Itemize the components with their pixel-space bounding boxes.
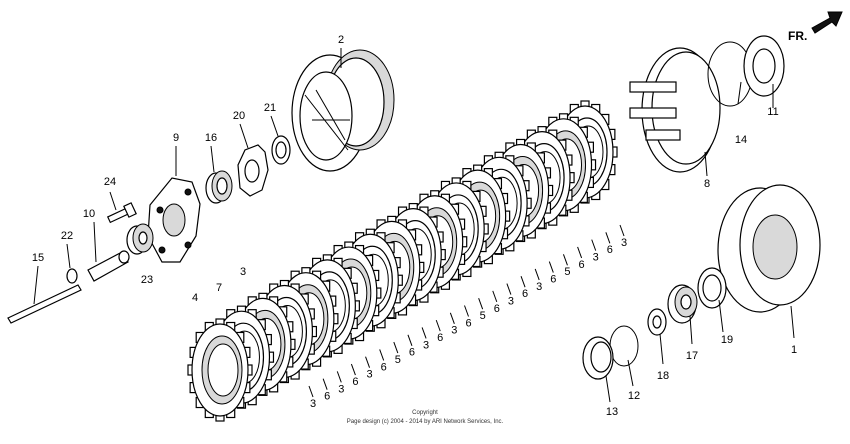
direction-label: FR. (788, 29, 807, 43)
callout-16: 16 (205, 132, 217, 144)
plate-callout-3: 3 (423, 339, 429, 351)
lifter-piece-10 (87, 250, 130, 282)
plate-callout-3: 3 (536, 281, 542, 293)
callout-22: 22 (61, 230, 73, 242)
callout-8: 8 (704, 178, 710, 190)
plate-callout-6: 6 (550, 273, 556, 285)
plate-callout-leader (379, 349, 385, 361)
clutch-plate-stack (187, 100, 618, 422)
plate-callout-leader (350, 363, 356, 376)
plate-callout-leader (336, 371, 342, 383)
plate-callout-6: 6 (381, 361, 387, 373)
plate-callout-leader (534, 268, 540, 281)
callout-10: 10 (83, 208, 95, 220)
plate-callout-3: 3 (621, 237, 627, 249)
plate-callout-5: 5 (564, 266, 570, 278)
plate-callout-3: 3 (338, 383, 344, 395)
callout-20: 20 (233, 110, 245, 122)
lock-nut-17 (667, 284, 698, 324)
plate-callout-leader (421, 327, 427, 339)
plate-callout-leader (365, 356, 371, 368)
bolt-24 (106, 202, 137, 224)
plate-callout-6: 6 (437, 332, 443, 344)
callout-13: 13 (606, 406, 618, 418)
callout-24: 24 (104, 176, 116, 188)
plate-callout-leader (492, 290, 498, 303)
callout-3: 3 (240, 266, 246, 278)
plate-callout-leader (464, 305, 469, 317)
plate-callout-leader (562, 254, 568, 266)
plate-callout-3: 3 (310, 398, 316, 410)
circlip-12 (609, 325, 639, 367)
callout-15: 15 (32, 252, 44, 264)
plate-callout-6: 6 (579, 259, 585, 271)
plate-callout-leader (605, 232, 611, 244)
plate-callout-leader (506, 283, 512, 295)
callout-11: 11 (767, 106, 778, 118)
plate-callout-leader (407, 334, 413, 346)
callout-4: 4 (192, 292, 198, 304)
callout-21: 21 (264, 102, 276, 114)
plate-callout-6: 6 (352, 376, 358, 388)
plate-callout-6: 6 (465, 317, 471, 329)
plate-callout-6: 6 (522, 288, 528, 300)
plate-callout-leader (591, 239, 597, 251)
plate-callout-6: 6 (494, 303, 500, 315)
plate-callout-3: 3 (593, 252, 599, 264)
front-direction-arrow: FR. (788, 11, 843, 43)
plate-callout-leader (308, 385, 314, 398)
callout-9: 9 (173, 132, 179, 144)
callout-7: 7 (216, 282, 222, 294)
plate-callout-leader (548, 261, 554, 273)
clutch-center-1 (717, 184, 821, 313)
lock-plate-20 (237, 144, 269, 197)
plate-callout-6: 6 (409, 347, 415, 359)
plate-callout-leader (393, 341, 399, 354)
bearing-16 (205, 170, 233, 204)
plate-callout-leader (449, 312, 455, 324)
push-rod-15 (7, 284, 82, 324)
callout-1: 1 (791, 344, 797, 356)
plate-callout-leader (577, 246, 583, 259)
plate-callout-leader (322, 378, 328, 390)
plate-callout-3: 3 (508, 295, 514, 307)
plate-callout-5: 5 (480, 310, 486, 322)
washer-22 (66, 268, 78, 284)
callout-labels: 2 21 20 16 9 24 10 22 15 23 4 7 3 14 11 … (32, 34, 797, 418)
plate-callout-leader (435, 319, 441, 332)
callout-19: 19 (721, 334, 733, 346)
callout-18: 18 (657, 370, 669, 382)
lifter-plate-9 (147, 177, 201, 263)
clutch-outer-gear (291, 49, 395, 172)
callout-17: 17 (686, 350, 698, 362)
callout-12: 12 (628, 390, 640, 402)
plate-callout-leader (619, 224, 625, 237)
plate-callout-3: 3 (451, 325, 457, 337)
copyright-line-2: Page design (c) 2004 - 2014 by ARI Netwo… (347, 419, 504, 425)
friction-disc (187, 318, 253, 422)
judder-spring-11 (743, 35, 785, 97)
bearing-23 (126, 223, 154, 255)
plate-callout-5: 5 (395, 354, 401, 366)
leader-lines (33, 48, 795, 403)
plate-callout-3: 3 (366, 369, 372, 381)
callout-2: 2 (338, 34, 344, 46)
pressure-plate-8 (629, 47, 721, 173)
plate-callout-6: 6 (324, 391, 330, 403)
callout-23: 23 (141, 274, 153, 286)
callout-14: 14 (735, 134, 747, 146)
plate-callout-leader (478, 298, 484, 310)
plate-callout-leader (520, 276, 526, 288)
copyright-line-1: Copyright (412, 410, 438, 416)
plate-callout-6: 6 (607, 244, 613, 256)
seat-13 (582, 336, 614, 380)
